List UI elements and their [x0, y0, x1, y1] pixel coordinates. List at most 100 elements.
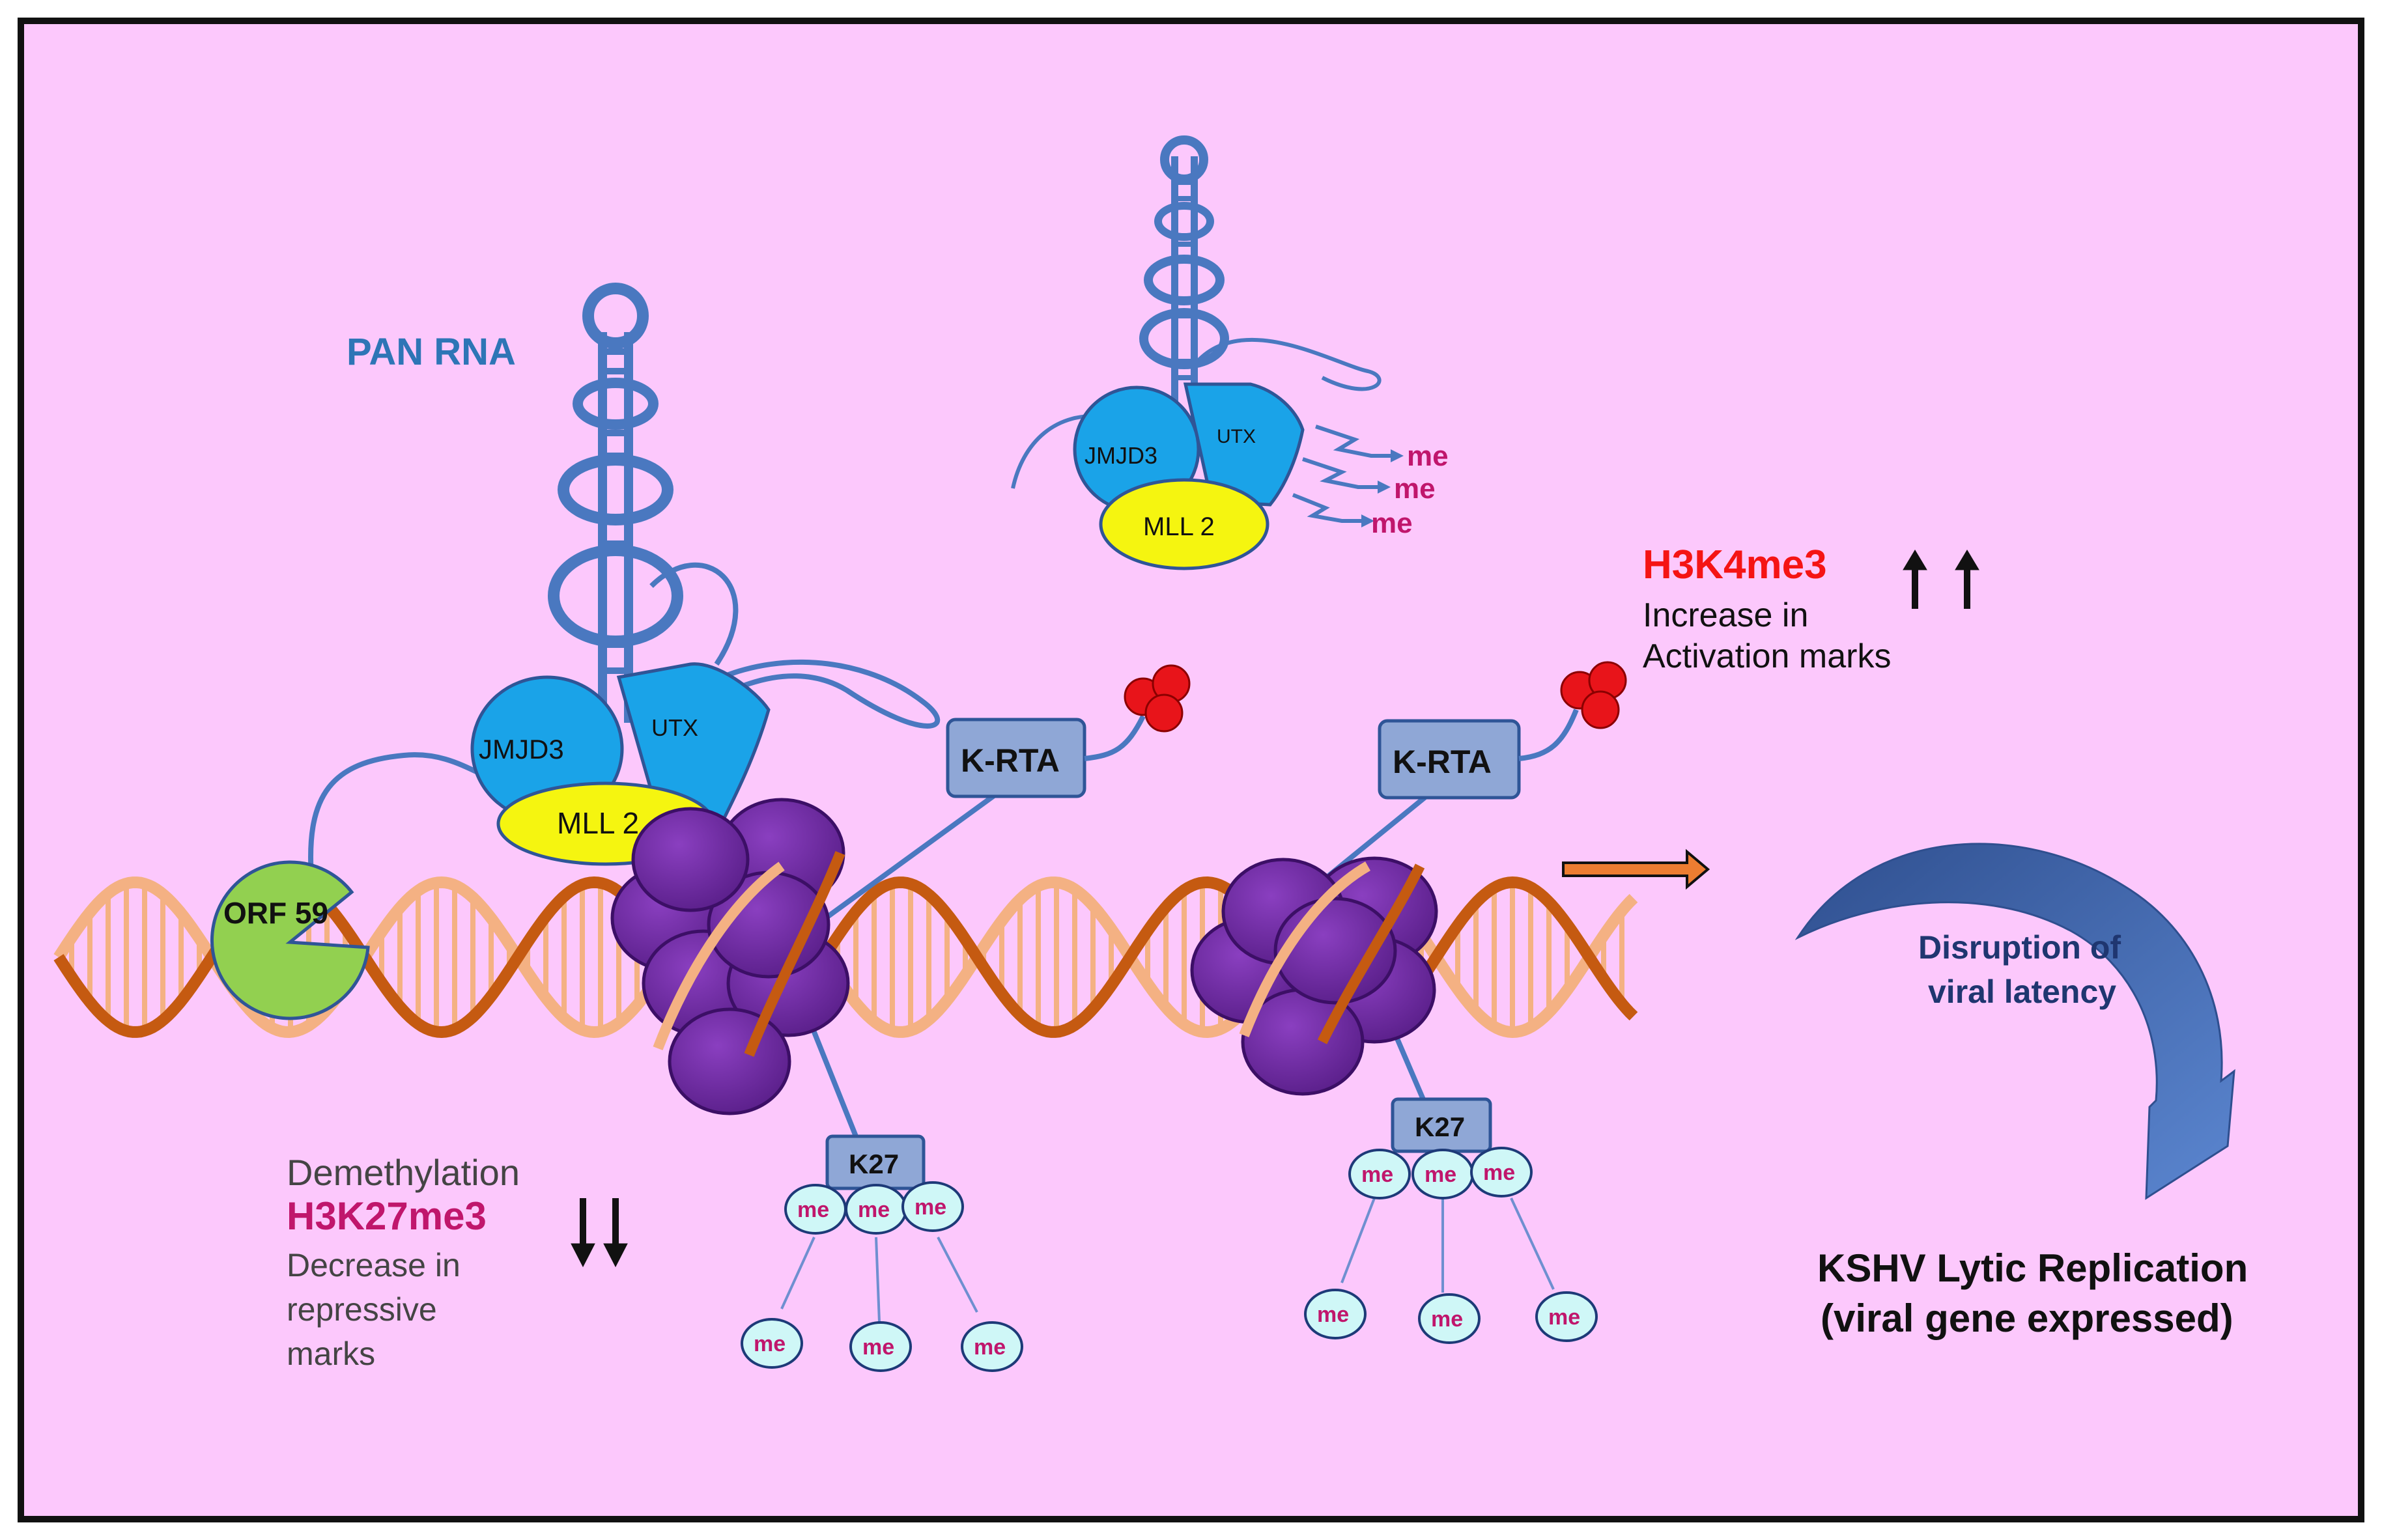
demethylation-label: Demethylation — [287, 1152, 520, 1193]
me-text-top-2: me — [1394, 473, 1436, 505]
me-circles-left — [741, 1181, 1023, 1372]
decrease-line-3: marks — [287, 1336, 375, 1372]
k27-cluster-right: K27 me me me me me me — [1304, 1097, 1598, 1344]
decrease-line-1: Decrease in — [287, 1247, 461, 1283]
me-text-top-3: me — [1371, 507, 1413, 539]
utx-protein-left — [616, 662, 771, 822]
dna-wrap-light-right — [1239, 861, 1370, 1037]
me-bot-r1 — [1304, 1289, 1367, 1339]
me-text-bot-l3: me — [974, 1335, 1006, 1360]
me-text-bot-r3: me — [1548, 1305, 1580, 1330]
red-mark-1c — [1144, 693, 1184, 733]
decrease-line-2: repressive — [287, 1291, 437, 1328]
rna-bulge-2-left — [558, 454, 673, 525]
me-bot-r3 — [1535, 1291, 1598, 1342]
krta-box-right — [1378, 719, 1521, 800]
disruption-line-2: viral latency — [1928, 973, 2116, 1010]
krta-label-right: K-RTA — [1393, 744, 1492, 780]
dna-wrap-dark-left — [744, 851, 845, 1057]
me-bot-r2 — [1418, 1293, 1481, 1344]
orf59-shape — [210, 860, 370, 1020]
krta-right: K-RTA — [1378, 661, 1627, 800]
h3k4me3-label: H3K4me3 — [1643, 542, 1827, 587]
k27-label-left: K27 — [849, 1149, 899, 1179]
down-arrows-icon — [571, 1198, 628, 1268]
utx-label-left: UTX — [651, 714, 698, 741]
rna-bulge-top-1 — [1154, 202, 1214, 241]
nucleosome-right — [1190, 772, 1454, 1108]
krta-tail-right — [1518, 708, 1579, 761]
rna-hairpin-top — [1160, 135, 1208, 184]
utx-label-top: UTX — [1217, 426, 1256, 447]
increase-line-1: Increase in — [1643, 596, 1808, 634]
me-text-top-l2: me — [858, 1197, 890, 1222]
h3k4me3-annotation: H3K4me3 Increase in Activation marks — [1643, 542, 1979, 675]
jmjd3-label-top: JMJD3 — [1085, 442, 1157, 469]
me-text-top-r1: me — [1361, 1162, 1393, 1187]
pan-rna-complex-top: UTX JMJD3 MLL 2 me me me — [1011, 135, 1449, 570]
mll2-label-top: MLL 2 — [1143, 512, 1215, 541]
me-arrows-left — [780, 1237, 978, 1323]
me-arrows-right — [1340, 1197, 1555, 1293]
rna-tail-left — [669, 659, 941, 729]
krta-tether-left — [806, 772, 1025, 934]
me-top-r3 — [1470, 1147, 1533, 1197]
h3k27me3-label: H3K27me3 — [287, 1194, 487, 1238]
pan-rna-label: PAN RNA — [347, 331, 516, 373]
me-text-bot-r2: me — [1431, 1307, 1463, 1332]
rna-stem-top-b — [1191, 156, 1198, 417]
methyl-arrowheads — [1361, 449, 1404, 527]
rna-hairpin-top-left — [582, 283, 649, 349]
rna-side-loop-left — [649, 562, 739, 666]
transition-arrow — [1562, 848, 1710, 890]
rna-bulge-top-2 — [1144, 255, 1225, 305]
me-bot-l3 — [961, 1321, 1023, 1372]
up-arrows-icon — [1903, 550, 1979, 609]
me-text-top-r3: me — [1483, 1160, 1515, 1185]
dna-wrap-light-left — [653, 861, 785, 1050]
rna-stem-left-a — [598, 332, 607, 723]
orange-arrow — [1562, 848, 1710, 890]
me-circles-right — [1304, 1147, 1598, 1344]
krta-tail-left — [1084, 715, 1146, 761]
orf59-label: ORF 59 — [223, 896, 328, 930]
demethylation-annotation: Demethylation H3K27me3 Decrease in repre… — [287, 1152, 628, 1372]
mll2-label-left: MLL 2 — [557, 806, 639, 840]
me-text-top-l1: me — [797, 1197, 829, 1222]
k27-label-right: K27 — [1415, 1112, 1465, 1142]
rna-stem-top-a — [1171, 156, 1178, 417]
nucleosome-left — [610, 772, 1025, 1147]
orf59-protein: ORF 59 — [210, 860, 370, 1020]
k27-cluster-left: K27 me me me me me me — [741, 1134, 1023, 1372]
me-text-bot-l2: me — [862, 1335, 894, 1360]
me-bot-l2 — [849, 1321, 912, 1372]
rna-bulge-top-3 — [1139, 308, 1229, 369]
curved-arrow-icon — [1794, 843, 2235, 1200]
me-top-r1 — [1348, 1149, 1411, 1199]
dna-wrap-dark-right — [1317, 863, 1425, 1044]
rna-stem-left-b — [624, 332, 633, 723]
k27-tether-left — [805, 1015, 862, 1147]
rna-bulge-1-left — [573, 378, 659, 430]
me-top-l3 — [901, 1181, 964, 1232]
kshv-annotation: KSHV Lytic Replication (viral gene expre… — [1817, 1246, 2248, 1340]
me-text-bot-l1: me — [754, 1332, 786, 1356]
me-bot-l1 — [741, 1318, 803, 1369]
kshv-line-2: (viral gene expressed) — [1821, 1296, 2233, 1340]
kshv-line-1: KSHV Lytic Replication — [1817, 1246, 2248, 1290]
me-text-top-l3: me — [915, 1195, 946, 1220]
me-text-bot-r1: me — [1317, 1302, 1349, 1327]
lytic-curved-arrow: Disruption of viral latency — [1794, 843, 2235, 1200]
utx-protein-top — [1183, 382, 1305, 507]
histone-1g — [631, 807, 750, 912]
pan-rna-complex-left: PAN RNA UTX JMJD3 MLL 2 — [308, 283, 941, 876]
jmjd3-label-left: JMJD3 — [479, 734, 564, 764]
histone-1e — [668, 1007, 791, 1115]
krta-label-left: K-RTA — [961, 742, 1060, 779]
rna-bulge-3-left — [548, 544, 683, 647]
disruption-line-1: Disruption of — [1918, 929, 2121, 966]
methyl-transfer-arrows — [1292, 425, 1391, 523]
red-mark-2c — [1581, 690, 1620, 729]
increase-line-2: Activation marks — [1643, 637, 1891, 675]
